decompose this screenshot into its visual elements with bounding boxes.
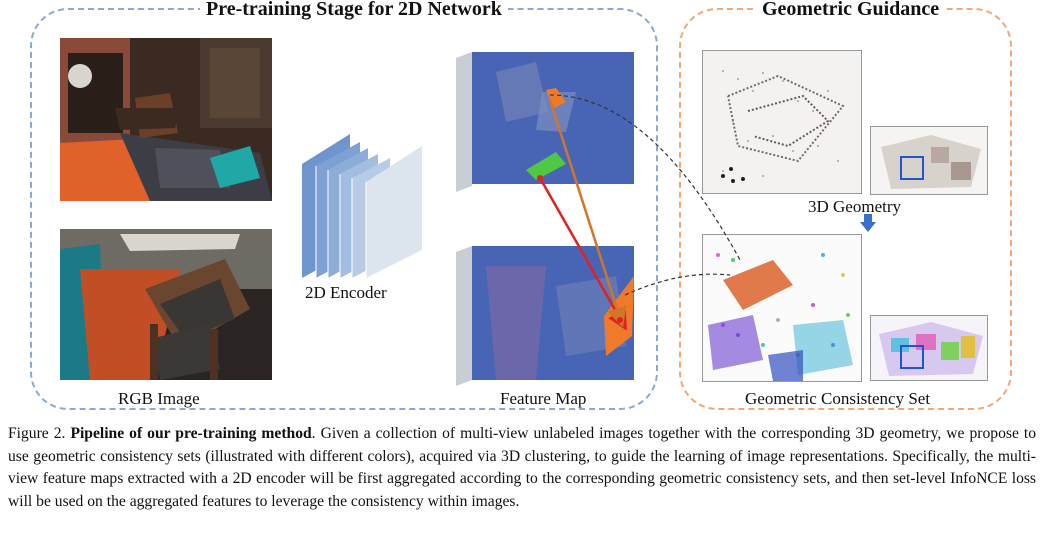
geometry-scene-thumbnail <box>870 126 988 195</box>
encoder-block <box>300 132 425 280</box>
figure-label: Figure 2. <box>8 425 66 442</box>
dashed-link-bottom <box>624 273 731 296</box>
consistency-set-label: Geometric Consistency Set <box>745 389 931 408</box>
consistency-set-point-cloud <box>702 234 862 382</box>
geometric-guidance-title: Geometric Guidance <box>756 0 946 21</box>
figure-caption: Figure 2. Pipeline of our pre-training m… <box>8 423 1036 513</box>
feature-map-label: Feature Map <box>500 389 587 408</box>
geometry-label: 3D Geometry <box>808 197 902 216</box>
pretraining-stage-title: Pre-training Stage for 2D Network <box>200 0 508 21</box>
orange-arrow <box>548 99 627 328</box>
encoder-label: 2D Encoder <box>305 283 387 302</box>
connector-arrows <box>537 94 741 331</box>
geometry-point-cloud <box>702 50 862 194</box>
feature-map-top <box>456 52 636 192</box>
caption-bold-title: Pipeline of our pre-training method <box>70 425 312 442</box>
rgb-image-top <box>60 38 272 201</box>
red-arrow <box>538 177 627 331</box>
down-arrow-icon <box>860 214 876 232</box>
consistency-scene-thumbnail <box>870 315 988 381</box>
rgb-image-bottom <box>60 229 272 380</box>
rgb-image-label: RGB Image <box>118 389 200 408</box>
caption-body: . Given a collection of multi-view unlab… <box>8 425 1036 510</box>
dashed-link-top <box>549 94 741 261</box>
